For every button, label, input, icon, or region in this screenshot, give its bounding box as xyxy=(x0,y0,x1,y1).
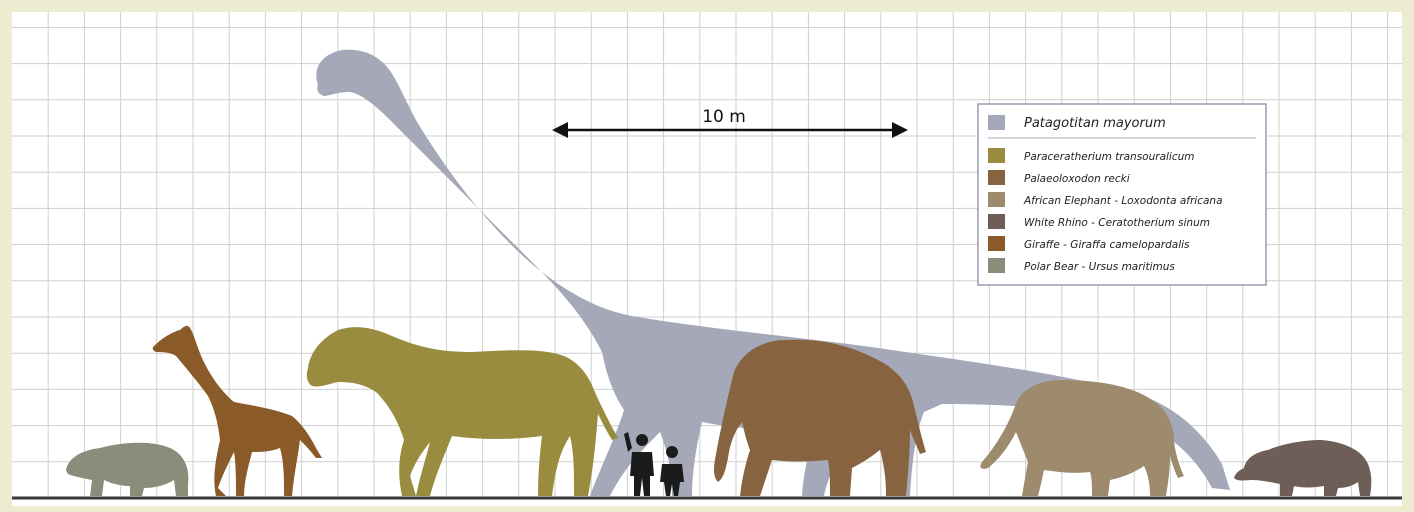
legend: Patagotitan mayorum Paraceratherium tran… xyxy=(978,104,1266,285)
white-rhino-silhouette xyxy=(1234,440,1371,496)
legend-label-african-elephant: African Elephant - Loxodonta africana xyxy=(1023,195,1223,207)
legend-swatch-patagotitan xyxy=(988,115,1005,130)
legend-label-white-rhino: White Rhino - Ceratotherium sinum xyxy=(1024,217,1210,229)
legend-label-polar-bear: Polar Bear - Ursus maritimus xyxy=(1024,261,1175,273)
legend-label-palaeoloxodon: Palaeoloxodon recki xyxy=(1024,173,1130,185)
legend-swatch-giraffe xyxy=(988,236,1005,251)
legend-swatch-paraceratherium xyxy=(988,148,1005,163)
legend-swatch-white-rhino xyxy=(988,214,1005,229)
paraceratherium-silhouette xyxy=(307,327,618,496)
diagram-panel: 10 m Patagotitan mayorum Paraceratherium… xyxy=(12,12,1402,506)
scale-bar: 10 m xyxy=(552,107,908,138)
legend-label-giraffe: Giraffe - Giraffa camelopardalis xyxy=(1024,239,1190,251)
scale-bar-label: 10 m xyxy=(702,107,746,127)
size-comparison-diagram: 10 m Patagotitan mayorum Paraceratherium… xyxy=(12,12,1402,506)
legend-label-paraceratherium: Paraceratherium transouralicum xyxy=(1024,151,1195,163)
legend-swatch-african-elephant xyxy=(988,192,1005,207)
legend-label-patagotitan: Patagotitan mayorum xyxy=(1024,116,1166,131)
legend-swatch-polar-bear xyxy=(988,258,1005,273)
legend-swatch-palaeoloxodon xyxy=(988,170,1005,185)
